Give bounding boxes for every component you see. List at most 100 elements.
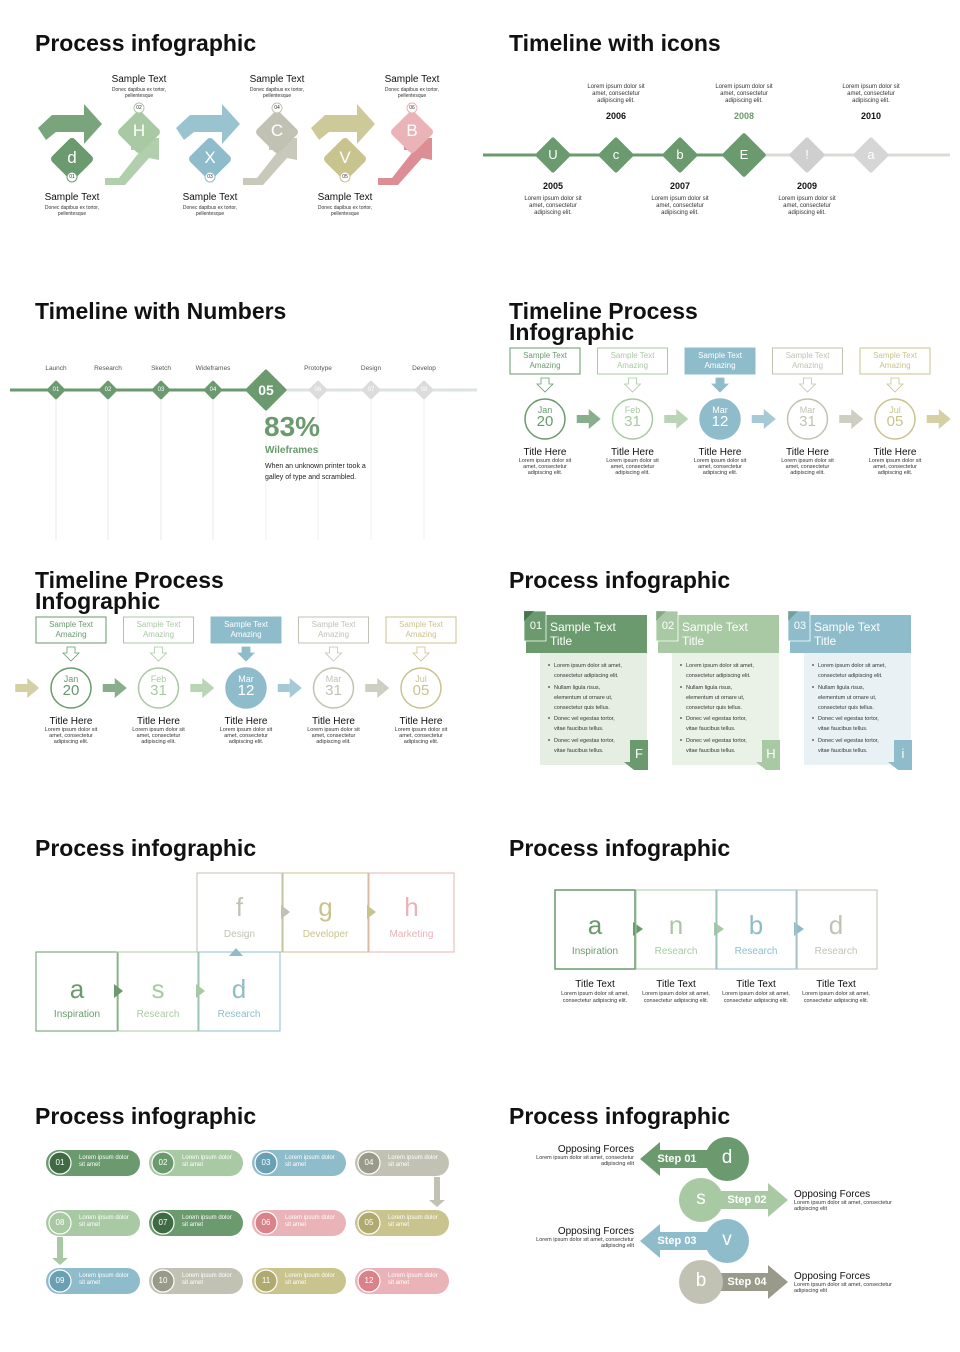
card-fold [788,611,798,621]
flow-arrow [839,409,864,429]
cell-letter: h [404,892,419,922]
step-text: Lorem ipsum dolor sit amet [285,1155,335,1168]
sample-box [385,616,457,644]
title-desc: Lorem ipsum dolor sit amet, consectetur … [693,458,747,476]
title-process-6: Process infographic [509,567,731,593]
sample-box [123,616,194,644]
title-desc: Lorem ipsum dolor sit amet, consectetur … [307,727,360,745]
card-bullet: Donec vel egestas tortor, vitae faucibus… [818,716,879,732]
step-diamond [308,380,328,400]
forces-desc: Lorem ipsum dolor sit amet, consectetur … [794,1282,892,1294]
node-icon: a [867,147,875,162]
cell-letter: d [231,974,247,1004]
step-circle [151,1211,175,1235]
bullet-dot [680,664,682,666]
flow-arrow [190,678,215,698]
cell-label: Research [734,946,778,957]
flow-arrow [114,984,123,998]
sample-text-label: Sample Text [182,192,238,203]
bullet-dot [548,686,550,688]
step-number: 04 [274,105,280,111]
down-arrow [324,646,343,662]
card-bullet: Donec vel egestas tortor, vitae faucibus… [554,716,615,732]
node-icon: c [612,147,620,162]
step-number: 03 [261,1158,271,1167]
step-number: 01 [55,1158,65,1167]
step-number: 02 [136,105,142,111]
sample-box [859,347,931,375]
step-diamond [245,369,287,411]
diamond-letter: C [270,121,284,140]
cell-letter: f [235,892,244,922]
step-number: 03 [157,387,165,393]
step-name: Prototype [304,365,332,372]
card-number-tab [523,610,547,642]
month-label: Feb [150,674,167,684]
date-circle [400,667,442,709]
percent-value: 83% [264,411,321,442]
step-number: 03 [207,174,213,180]
card-bullet: Nullam ligula risus, elementum ut ornare… [686,685,745,711]
sample-box [210,616,282,644]
title-desc: Lorem ipsum dolor sit amet, consectetur … [561,991,629,1004]
step-number: 08 [55,1218,65,1227]
step-number: 05 [258,382,274,398]
forces-desc: Lorem ipsum dolor sit amet, consectetur … [536,1155,634,1167]
step-circle [254,1211,278,1235]
step-label: Step 01 [657,1153,697,1165]
step-circle [357,1269,381,1293]
cell-label: Design [223,929,256,940]
year-label: 2006 [605,111,627,121]
sample-box-text: Sample Text Amazing [698,351,742,370]
title-process-7: Process infographic [35,835,257,861]
month-label: Feb [624,405,641,415]
sample-text-label: Sample Text [317,192,373,203]
card-letter: i [901,746,905,761]
number-dot [204,171,216,183]
card-bullet: Nullam ligula risus, elementum ut ornare… [818,685,877,711]
title-desc: Lorem ipsum dolor sit amet, consectetur … [722,991,790,1004]
forces-desc: Lorem ipsum dolor sit amet, consectetur … [536,1237,634,1249]
card-bullet: Donec vel egestas tortor, vitae faucibus… [554,738,615,754]
bullet-dot [548,717,550,719]
sample-box-text: Sample Text Amazing [873,351,917,370]
card-number: 01 [529,620,543,632]
bullet-dot [548,664,550,666]
timeline-desc: Lorem ipsum dolor sit amet, consectetur … [524,196,582,216]
year-label: 2007 [669,181,691,191]
step-label: Step 04 [727,1276,767,1288]
forces-head: Opposing Forces [794,1271,871,1282]
title-desc: Lorem ipsum dolor sit amet, consectetur … [868,458,922,476]
step-circle [48,1269,72,1293]
flow-arrow [367,905,376,919]
step-number: 06 [314,387,322,393]
card-fold [656,611,666,621]
node-icon: b [676,147,684,162]
forces-desc: Lorem ipsum dolor sit amet, consectetur … [794,1200,892,1212]
up-arrow [229,948,243,956]
card-letter: F [635,746,643,761]
title-here: Title Here [873,447,917,458]
cell-letter: g [318,892,333,922]
card-number: 03 [793,620,807,632]
sample-text-label: Sample Text [44,192,100,203]
cell-letter: b [748,910,764,940]
step-text: Lorem ipsum dolor sit amet [182,1215,232,1228]
day-label: 12 [237,682,255,699]
step-text: Lorem ipsum dolor sit amet [79,1215,129,1228]
card-number-tab [655,610,679,642]
card-bullet: Donec vel egestas tortor, vitae faucibus… [686,716,747,732]
card-bullet: Lorem ipsum dolor sit amet, consectetur … [554,663,622,679]
card-bullet: Nullam ligula risus, elementum ut ornare… [554,685,613,711]
step-text: Lorem ipsum dolor sit amet [79,1155,129,1168]
cell-letter: s [151,974,165,1004]
day-label: 20 [536,413,554,430]
sample-desc: Donec dapibus ex tortor, pellentesque [44,205,100,217]
timeline-diamond [535,137,571,173]
card-number: 02 [661,620,675,632]
date-circle [786,398,829,440]
bullet-dot [680,717,682,719]
